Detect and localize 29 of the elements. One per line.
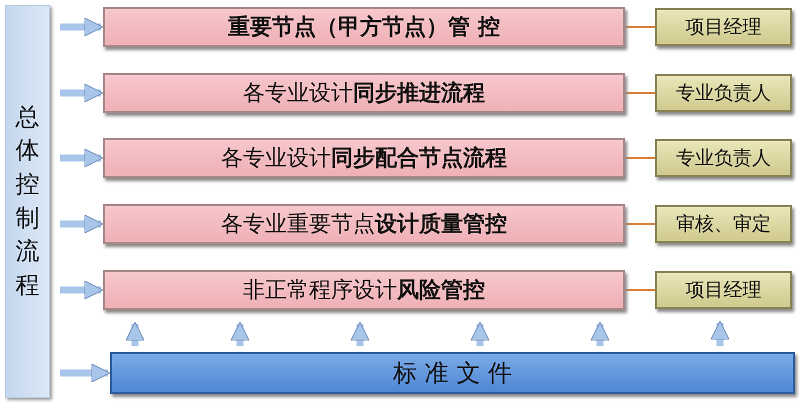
connector-line (625, 289, 655, 291)
base-bar-text: 标 准 文 件 (393, 358, 512, 389)
arrow (60, 214, 104, 234)
arrow (60, 280, 104, 300)
arrow (60, 83, 104, 103)
role-box-text: 专业负责人 (676, 81, 771, 106)
arrow (60, 363, 110, 383)
arrow (350, 322, 370, 346)
arrow (60, 17, 104, 37)
role-box-text: 项目经理 (686, 278, 762, 303)
connector-line (625, 223, 655, 225)
arrow (710, 320, 730, 346)
arrow (590, 322, 610, 346)
role-box-text: 审核、审定 (676, 212, 771, 237)
process-bar-text: 各专业重要节点设计质量管控 (221, 211, 507, 239)
arrow (470, 322, 490, 346)
connector-line (625, 26, 655, 28)
process-bar-text: 重要节点（甲方节点）管 控 (228, 14, 500, 42)
arrow (60, 148, 104, 168)
process-bar-text: 非正常程序设计风险管控 (243, 277, 485, 305)
connector-line (625, 92, 655, 94)
arrow (125, 322, 145, 346)
arrow (230, 322, 250, 346)
process-bar-text: 各专业设计同步推进流程 (243, 80, 485, 108)
connector-line (625, 157, 655, 159)
role-box-text: 专业负责人 (676, 146, 771, 171)
process-bar-text: 各专业设计同步配合节点流程 (221, 144, 507, 173)
role-box-text: 项目经理 (686, 15, 762, 40)
vertical-title: 总体控制流程 (16, 102, 40, 301)
